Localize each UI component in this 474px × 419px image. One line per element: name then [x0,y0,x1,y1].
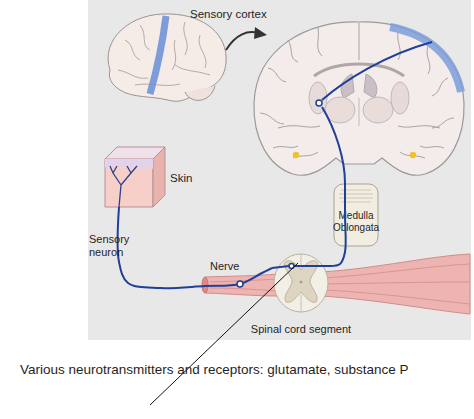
basal-ganglia [309,82,327,114]
skin-block: Skin [105,145,165,207]
arrow-shaft [226,32,258,50]
synapse-dot [289,264,294,269]
sagittal-brain [108,14,226,101]
nerve-fibers [325,264,470,304]
part-label: Nerve [210,260,250,273]
dendrites [110,166,137,207]
thalamus [325,97,355,123]
basal-ganglia [391,82,409,114]
cerebellum [185,86,215,100]
neuron-fiber [294,265,330,267]
curved-arrow [226,27,267,50]
thalamus [363,97,393,123]
callout-note: Various neurotransmitters and receptors:… [20,362,472,378]
corpus-callosum [314,64,404,76]
neuron-pathway [118,207,272,288]
leader-line [150,263,298,405]
central-canal [300,281,303,284]
synapse-dot [316,100,322,106]
yellow-dot [410,152,416,158]
nerve-left [205,274,278,296]
node-label: Skin [170,172,210,186]
ganglion-dot [237,281,243,287]
spinal-nerves [202,254,470,314]
node-label: Spinal cord segment [241,323,361,336]
sensory-cortex-band [150,16,166,94]
third-ventricle [359,98,360,126]
part-label: Sensory neuron [89,233,135,259]
neuron-fiber [272,266,289,268]
brain-outline [108,14,226,101]
brain-section: Sensory cortex [248,18,470,183]
nerve-cut-end [202,277,208,293]
spinal-cord-section: Spinal cord segment [272,252,330,314]
nerve-fibers [210,279,278,291]
neuron-fiber [322,42,432,100]
skin-front [105,159,153,207]
background-panel [88,0,471,340]
cord-outline [274,254,328,312]
node-label: Sensory cortex [190,8,300,22]
neuron-fiber [322,107,345,183]
brain-gyri [260,28,454,158]
arrow-head [254,27,267,39]
brain-outline [254,22,464,175]
skin-side [153,147,165,207]
ventricle [341,74,354,98]
midline [359,23,360,60]
node-label: Medulla Oblongata [328,210,384,234]
median-fissure [301,254,302,312]
medulla-oblongata: Medulla Oblongata [333,183,379,247]
ventricle [364,74,377,98]
yellow-dot [293,152,299,158]
spinal-cord-section-shape [272,252,330,314]
skin-block-shape [105,145,165,207]
neuron-pathway [330,183,346,266]
brain-section-shape [248,18,470,183]
nerve-right [322,254,470,314]
epidermis [105,159,153,170]
medulla-striations [339,190,373,202]
